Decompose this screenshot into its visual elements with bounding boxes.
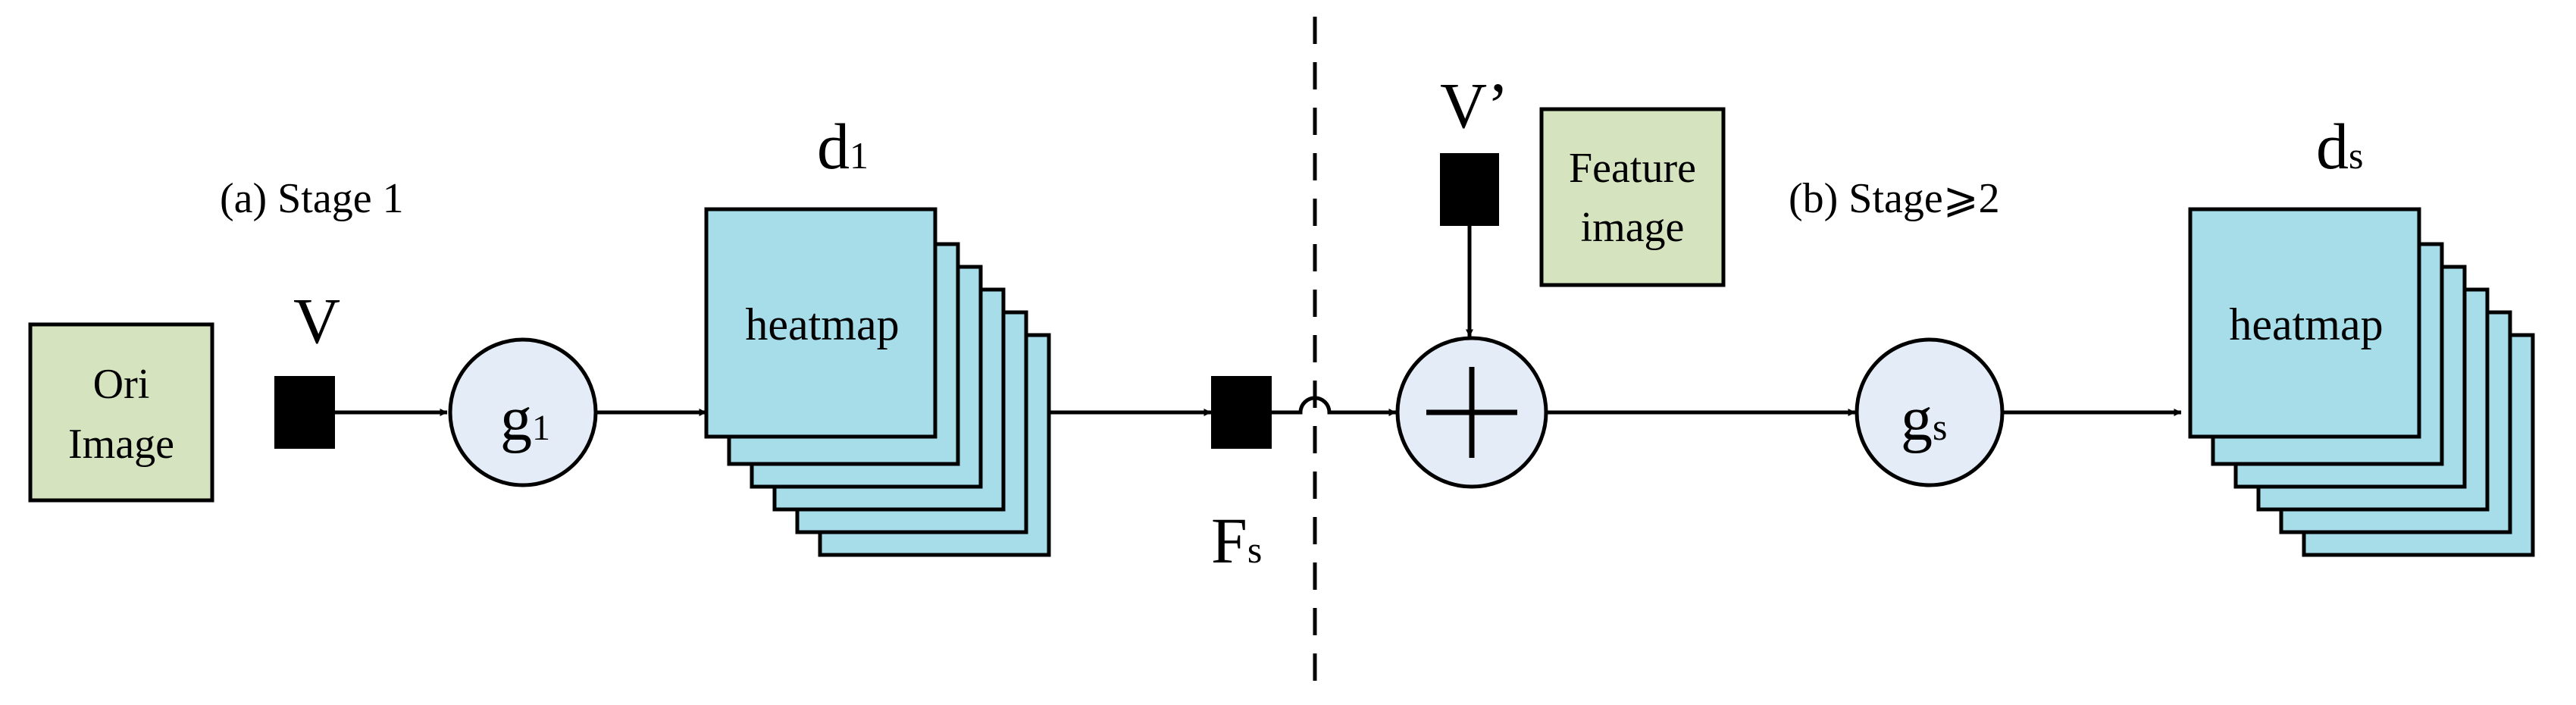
g1-label: g1 — [500, 384, 550, 454]
ds-label: ds — [2316, 110, 2363, 183]
stage-1-label: (a) Stage 1 — [220, 175, 404, 222]
v-prime-square — [1440, 153, 1499, 226]
v-input-square — [274, 376, 335, 449]
v-prime-label: V’ — [1440, 69, 1509, 142]
stage-2-label: (b) Stage⩾2 — [1789, 175, 2000, 222]
feature-image-line-1: Feature — [1569, 145, 1696, 192]
heatmap-2-label: heatmap — [2229, 299, 2383, 349]
v-label: V — [293, 284, 340, 357]
ori-image-line-2: Image — [68, 421, 174, 468]
fs-label: Fs — [1211, 504, 1262, 577]
heatmap-layer — [2188, 207, 2421, 439]
d1-label: d1 — [817, 110, 869, 183]
heatmap-stack-1: heatmap — [704, 207, 1051, 557]
fs-square — [1211, 376, 1272, 449]
ori-image-box — [28, 322, 214, 503]
heatmap-1-label: heatmap — [745, 299, 899, 349]
heatmap-stack-2: heatmap — [2188, 207, 2535, 557]
heatmap-layer — [704, 207, 937, 439]
ori-image-line-1: Ori — [93, 361, 150, 408]
feature-image-line-2: image — [1581, 204, 1685, 251]
feature-image-box — [1539, 107, 1726, 287]
arrow-fs-to-plus — [1272, 396, 1397, 416]
gs-label: gs — [1901, 384, 1947, 454]
